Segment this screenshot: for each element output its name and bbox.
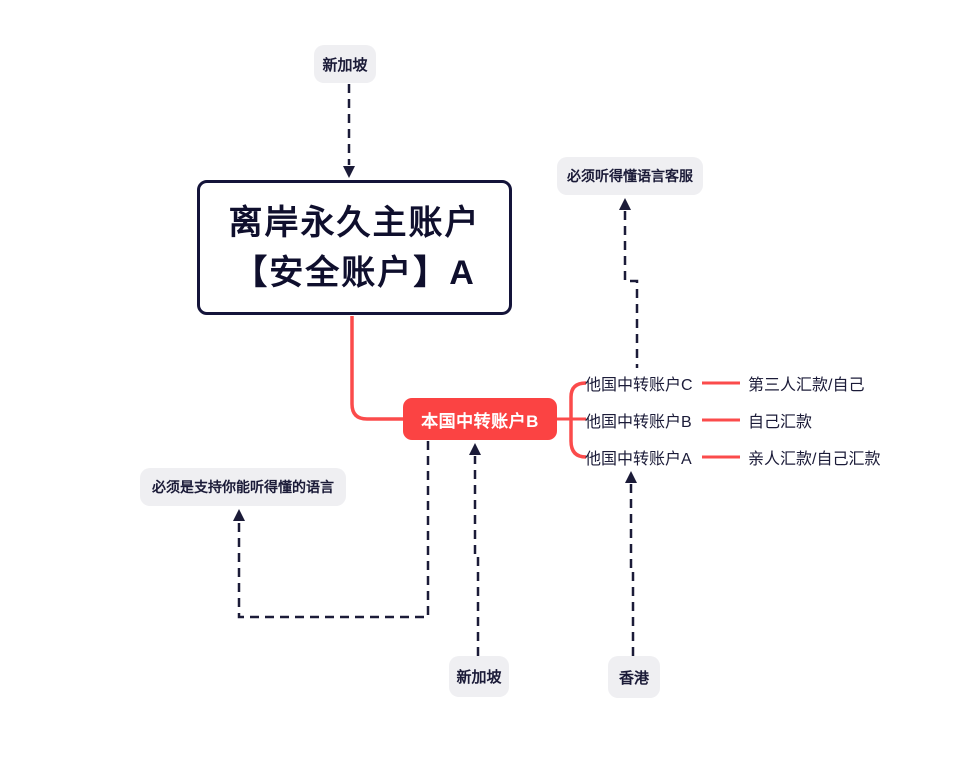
branch-node-c[interactable]: 他国中转账户C (585, 377, 693, 394)
edge-hongkong-to-branch-a (629, 484, 635, 656)
edge-branch-c-to-note-service (623, 211, 639, 368)
arrowhead-into-branch-a (625, 471, 637, 483)
main-account-title-line1: 离岸永久主账户 (228, 203, 481, 242)
arrowhead-into-note-language (233, 509, 245, 521)
arrowhead-into-transit (469, 443, 481, 455)
node-hongkong[interactable]: 香港 (608, 656, 660, 698)
arrowhead-into-main (343, 166, 355, 178)
bracket-curve (569, 381, 587, 459)
main-account-title-line2: 【安全账户】A (233, 253, 476, 292)
branch-node-a[interactable]: 他国中转账户A (585, 451, 692, 468)
node-singapore-bottom[interactable]: 新加坡 (449, 656, 509, 697)
branch-row-c: 他国中转账户C 第三人汇款/自己 (585, 372, 864, 394)
branch-node-b[interactable]: 他国中转账户B (585, 414, 692, 431)
branch-row-b: 他国中转账户B 自己汇款 (585, 409, 812, 431)
node-singapore-top[interactable]: 新加坡 (314, 45, 376, 83)
branch-detail-b[interactable]: 自己汇款 (748, 414, 813, 431)
edge-singapore-bottom-to-transit (473, 456, 480, 656)
node-main-account[interactable]: 离岸永久主账户 【安全账户】A (197, 180, 512, 315)
node-domestic-transit-b[interactable]: 本国中转账户B (403, 398, 557, 440)
branch-detail-c[interactable]: 第三人汇款/自己 (748, 377, 865, 394)
node-note-language[interactable]: 必须是支持你能听得懂的语言 (140, 468, 346, 506)
edge-transit-to-note-language (237, 441, 430, 619)
edge-main-to-transit (350, 316, 404, 421)
branch-detail-a[interactable]: 亲人汇款/自己汇款 (748, 451, 881, 468)
branch-row-a: 他国中转账户A 亲人汇款/自己汇款 (585, 446, 880, 468)
node-note-service[interactable]: 必须听得懂语言客服 (557, 157, 703, 195)
arrowhead-into-note-service (619, 198, 631, 210)
